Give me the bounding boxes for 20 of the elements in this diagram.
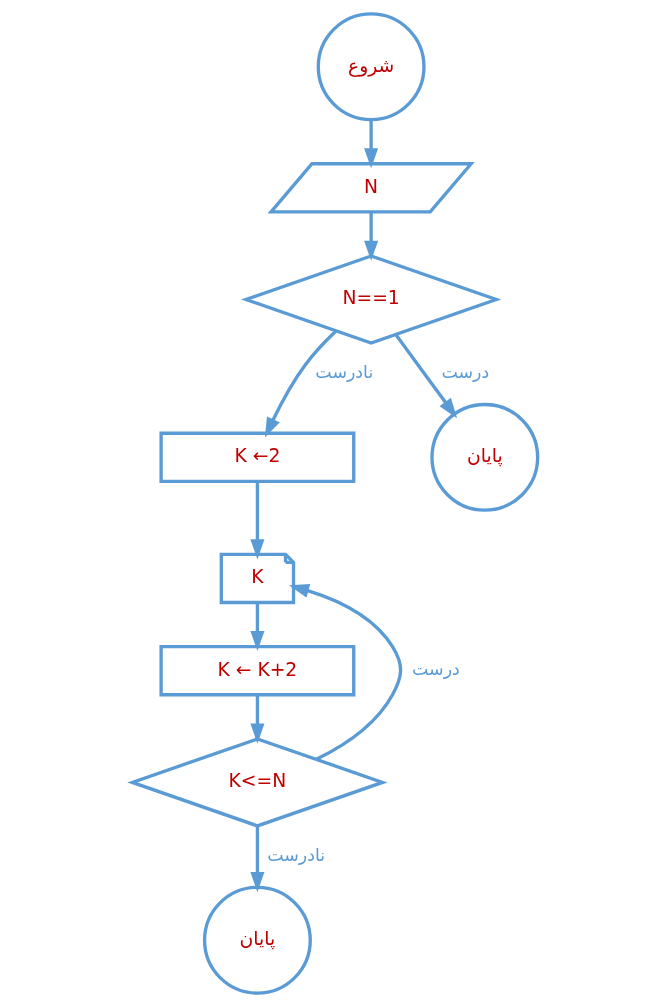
- arrow: [393, 333, 457, 419]
- edge-label: درست: [440, 362, 489, 383]
- arrow: [249, 695, 264, 744]
- arrow: [264, 329, 337, 438]
- node-box: K ← K+2: [158, 644, 355, 697]
- node-circle: شروع: [316, 12, 426, 122]
- node-diamond: N==1: [240, 254, 501, 345]
- node-box: K ←2: [158, 431, 355, 484]
- arrow: [249, 602, 264, 652]
- edge-label: نادرست: [314, 362, 373, 383]
- node-circle: پایان: [429, 402, 539, 512]
- edge-label: نادرست: [266, 845, 325, 866]
- edge-label: درست: [411, 659, 460, 680]
- arrow: [363, 212, 378, 261]
- node-circle: پایان: [202, 885, 312, 995]
- arrow: [249, 826, 264, 893]
- arrow: [249, 481, 264, 560]
- node-diamond: K<=N: [126, 737, 388, 828]
- arrow: [288, 583, 402, 761]
- arrow: [363, 119, 378, 169]
